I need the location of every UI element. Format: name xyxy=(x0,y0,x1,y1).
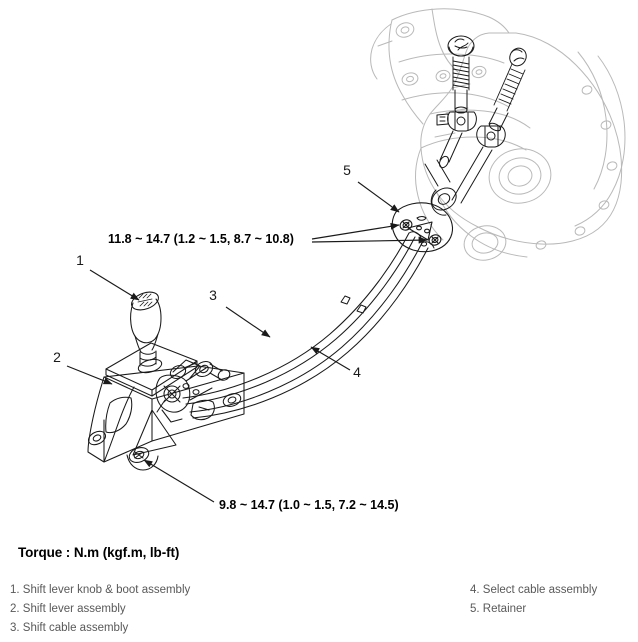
leader-2 xyxy=(66,365,113,385)
callout-3: 3 xyxy=(209,287,217,303)
torque-value-labels: 11.8 ~ 14.7 (1.2 ~ 1.5, 8.7 ~ 10.8) 9.8 … xyxy=(108,232,399,512)
torque-spec-retainer: 11.8 ~ 14.7 (1.2 ~ 1.5, 8.7 ~ 10.8) xyxy=(108,232,294,246)
shift-lever-assembly xyxy=(87,291,245,471)
callout-4: 4 xyxy=(353,364,361,380)
exploded-view-figure: 1 2 3 4 5 11.8 ~ 14.7 (1.2 ~ 1.5, 8.7 ~ … xyxy=(53,8,626,512)
leader-4 xyxy=(310,346,351,371)
leader-lines xyxy=(66,181,428,503)
shift-lever-base-bracket xyxy=(87,365,245,471)
leader-1 xyxy=(89,269,140,301)
torque-spec-shift-lever: 9.8 ~ 14.7 (1.0 ~ 1.5, 7.2 ~ 14.5) xyxy=(219,498,399,512)
leader-torque-bolt-2 xyxy=(311,236,428,244)
legend-item-1: 1. Shift lever knob & boot assembly xyxy=(10,584,191,596)
callout-5: 5 xyxy=(343,162,351,178)
transaxle-selector-levers xyxy=(424,35,527,216)
shift-lever-mechanism xyxy=(155,359,231,423)
legend-item-3: 3. Shift cable assembly xyxy=(10,622,129,634)
torque-unit-note: Torque : N.m (kgf.m, lb-ft) xyxy=(18,545,180,560)
callout-numbers: 1 2 3 4 5 xyxy=(53,162,361,380)
legend-column-left: 1. Shift lever knob & boot assembly 2. S… xyxy=(10,581,190,638)
select-cable xyxy=(189,242,423,413)
shift-cable xyxy=(182,232,410,399)
leader-5 xyxy=(357,181,400,213)
transaxle-housing-outline xyxy=(370,8,626,261)
leader-3 xyxy=(225,306,271,338)
leader-torque-bolt-1 xyxy=(311,222,400,240)
callout-1: 1 xyxy=(76,252,84,268)
shift-lever-knob xyxy=(130,291,162,367)
legend-item-5: 5. Retainer xyxy=(470,603,527,615)
leader-torque-bolt-3 xyxy=(143,459,215,503)
legend-item-4: 4. Select cable assembly xyxy=(470,584,598,596)
legend-item-2: 2. Shift lever assembly xyxy=(10,603,126,615)
shift-and-select-cables xyxy=(182,231,435,419)
callout-2: 2 xyxy=(53,349,61,365)
legend-column-right: 4. Select cable assembly 5. Retainer xyxy=(470,581,597,619)
